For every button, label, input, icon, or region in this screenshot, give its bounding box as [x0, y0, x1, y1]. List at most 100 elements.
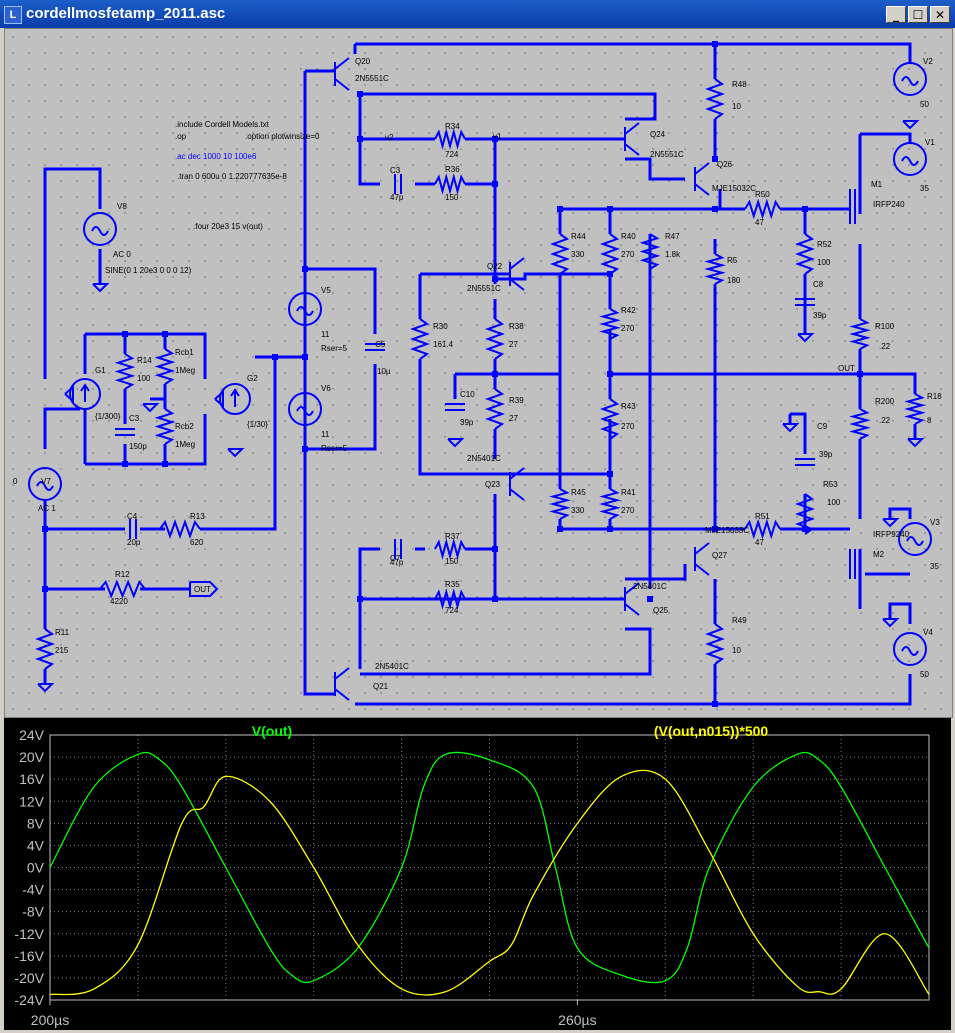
- transistor-lead: [509, 467, 525, 480]
- label-Q20: Q20: [355, 57, 371, 66]
- junction-dot: [607, 271, 613, 277]
- label-R100v: .22: [879, 342, 891, 351]
- label-R30v: 161.4: [433, 340, 454, 349]
- label-R36v: 150: [445, 193, 459, 202]
- junction-dot: [162, 461, 168, 467]
- label-V8: V8: [117, 202, 127, 211]
- ground-icon: [882, 518, 900, 528]
- junction-dot: [42, 586, 48, 592]
- transistor-lead: [694, 183, 710, 196]
- label-Rcb2: Rcb2: [175, 422, 194, 431]
- label-V4: V4: [923, 628, 933, 637]
- wire: [860, 132, 912, 144]
- spice-directive: .option plotwinsize=0: [245, 132, 320, 141]
- wire: [358, 94, 380, 186]
- junction-dot: [607, 371, 613, 377]
- sine-icon: [296, 306, 314, 316]
- transistor-lead: [694, 162, 710, 175]
- junction-dot: [492, 546, 498, 552]
- resistor-symbol: [549, 488, 571, 520]
- junction-dot: [712, 156, 718, 162]
- label-R11v: 215: [55, 646, 69, 655]
- y-tick-label: 24V: [19, 727, 45, 743]
- label-R39: R39: [509, 396, 524, 405]
- wire: [418, 359, 510, 476]
- label-C3: C3: [390, 166, 401, 175]
- ground-icon: [882, 618, 900, 628]
- transistor-lead: [334, 667, 350, 680]
- window-title: cordellmosfetamp_2011.asc: [26, 5, 226, 22]
- label-V3v: 35: [930, 562, 939, 571]
- label-C8v: 39p: [813, 311, 827, 320]
- label-Q23m: 2N5401C: [467, 454, 501, 463]
- label-out: OUT: [838, 364, 855, 373]
- transistor-lead: [624, 143, 640, 156]
- junction-dot: [492, 136, 498, 142]
- sine-icon: [91, 226, 109, 236]
- junction-dot: [357, 91, 363, 97]
- junction-dot: [607, 206, 613, 212]
- label-R45v: 330: [571, 506, 585, 515]
- resistor-symbol: [99, 579, 146, 599]
- label-Q27: Q27: [712, 551, 728, 560]
- label-Rcb1: Rcb1: [175, 348, 194, 357]
- wire: [558, 519, 610, 531]
- label-Q22: Q22: [487, 262, 503, 271]
- resistor-symbol: [434, 173, 466, 195]
- label-C9: C9: [817, 422, 828, 431]
- label-R43: R43: [621, 402, 636, 411]
- label-C3b: C3: [129, 414, 140, 423]
- ground-icon: [447, 438, 465, 448]
- y-tick-label: -8V: [22, 904, 44, 920]
- label-C5v: 10µ: [377, 367, 391, 376]
- title-bar: L cordellmosfetamp_2011.asc _ ☐ ✕: [0, 0, 955, 28]
- current-source-symbol: [69, 378, 101, 410]
- wire: [888, 602, 912, 624]
- label-R39v: 27: [509, 414, 518, 423]
- transistor-lead: [694, 563, 710, 576]
- junction-dot: [802, 526, 808, 532]
- voltage-source-symbol: [893, 62, 927, 96]
- resistor-symbol: [704, 253, 726, 285]
- label-R13v: 620: [190, 538, 204, 547]
- sine-icon: [901, 76, 919, 86]
- junction-dot: [712, 701, 718, 707]
- junction-dot: [492, 596, 498, 602]
- label-R12: R12: [115, 570, 130, 579]
- label-R30: R30: [433, 322, 448, 331]
- label-Rcb1v: 1Meg: [175, 366, 195, 375]
- resistor-symbol: [599, 308, 621, 340]
- voltage-source-symbol: [898, 522, 932, 556]
- y-tick-label: 8V: [27, 815, 45, 831]
- resistor-symbol: [744, 518, 781, 540]
- label-R53: R53: [823, 480, 838, 489]
- spice-directive: .ac dec 1000 10 100e6: [175, 152, 257, 161]
- ltspice-app-icon: L: [4, 6, 22, 24]
- y-tick-label: -20V: [14, 970, 44, 986]
- schematic-canvas[interactable]: .include Cordell Models.txt.op.option pl…: [4, 28, 953, 718]
- voltage-source-symbol: [28, 467, 62, 501]
- y-tick-label: -4V: [22, 882, 44, 898]
- junction-dot: [647, 596, 653, 602]
- minimize-button[interactable]: _: [886, 6, 906, 23]
- label-V5v: 11: [321, 330, 330, 339]
- label-Q26m: MJE15032C: [712, 184, 756, 193]
- label-R52: R52: [817, 240, 832, 249]
- label-R11: R11: [55, 628, 70, 637]
- label-R51: R51: [755, 512, 770, 521]
- close-button[interactable]: ✕: [930, 6, 950, 23]
- sine-icon: [906, 536, 924, 546]
- wire: [200, 357, 277, 531]
- label-Q24m: 2N5551C: [650, 150, 684, 159]
- junction-dot: [712, 526, 718, 532]
- label-R47: R47: [665, 232, 680, 241]
- label-V7: V7: [41, 477, 51, 486]
- maximize-button[interactable]: ☐: [908, 6, 928, 23]
- junction-dot: [607, 471, 613, 477]
- label-Q27m: MJE15033C: [705, 526, 749, 535]
- junction-dot: [122, 461, 128, 467]
- y-tick-label: -16V: [14, 948, 44, 964]
- resistor-symbol: [410, 318, 430, 360]
- transistor-lead: [509, 278, 525, 291]
